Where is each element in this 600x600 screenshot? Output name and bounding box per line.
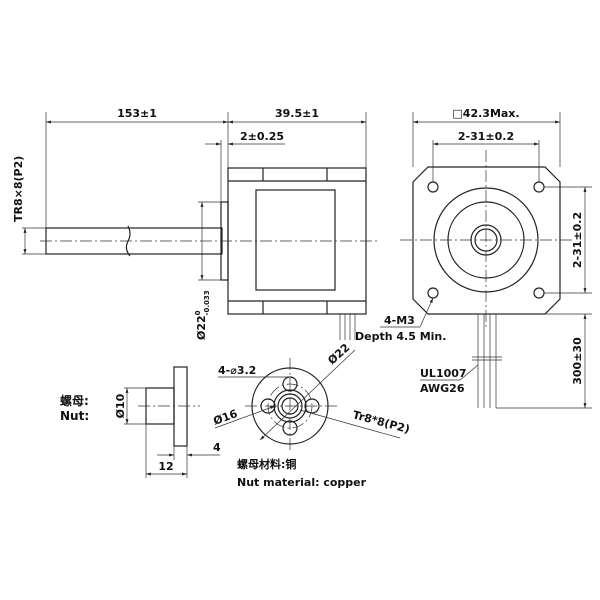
wires <box>339 314 356 340</box>
side-view: 153±1 39.5±1 2±0.25 Ø220-0.033 TR8×8(P2) <box>12 107 378 340</box>
hole-spacing-v-dim: 2-31±0.2 <box>571 212 584 268</box>
thread-spec: TR8×8(P2) <box>12 156 25 222</box>
nut-pcd-dim: Ø16 <box>212 407 240 428</box>
nut-material-en: Nut material: copper <box>237 476 367 489</box>
nut-flange-dim: 4 <box>213 441 221 454</box>
nut-diameter-dim: Ø10 <box>114 393 127 418</box>
nut-holes-dim: 4-⌀3.2 <box>218 364 256 377</box>
wire-type-label: UL1007 <box>420 367 467 380</box>
body-length-dim: 39.5±1 <box>275 107 319 120</box>
boss-tol-upper: 0 <box>194 310 202 315</box>
nut-views: 螺母: Nut: Ø10 12 4 4-⌀3.2 Ø22 Ø16 Tr8*8(P… <box>60 341 411 489</box>
hole-spacing-h-dim: 2-31±0.2 <box>458 130 514 143</box>
mount-holes-label: 4-M3 <box>384 314 415 327</box>
lead-length-dim: 300±30 <box>571 337 584 385</box>
nut-flange <box>173 366 188 447</box>
wire-gauge-label: AWG26 <box>420 382 465 395</box>
nut-outer-diameter-dim: Ø22 <box>325 341 352 367</box>
shaft-length-dim: 153±1 <box>117 107 157 120</box>
boss-tol-lower: -0.033 <box>203 290 211 315</box>
lead-wires <box>472 313 502 408</box>
front-view: □42.3Max. 2-31±0.2 2-31±0.2 300±30 4-M3 … <box>355 107 592 409</box>
frame-size-dim: □42.3Max. <box>452 107 519 120</box>
stator <box>255 189 336 291</box>
nut-length-dim: 12 <box>158 460 173 473</box>
nut-label-en: Nut: <box>60 409 89 423</box>
nut-thread-dim: Tr8*8(P2) <box>351 408 411 436</box>
boss-diameter-dim-group: Ø220-0.033 <box>194 290 211 340</box>
hole-depth-label: Depth 4.5 Min. <box>355 330 446 343</box>
nut-material-cn: 螺母材料:铜 <box>237 457 296 471</box>
boss-diameter-dim: Ø22 <box>195 315 208 340</box>
nut-label-cn: 螺母: <box>60 393 89 408</box>
flange-thickness-dim: 2±0.25 <box>240 130 284 143</box>
